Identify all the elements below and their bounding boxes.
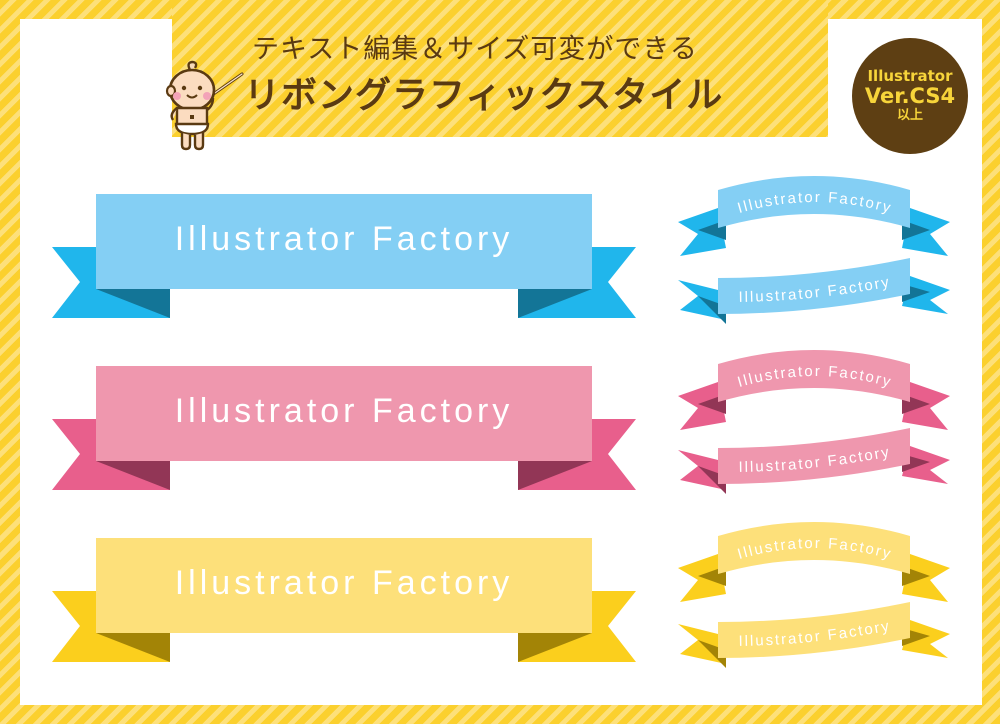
version-badge: Illustrator Ver.CS4 以上	[852, 38, 968, 154]
wave-ribbon-pink: Illustrator Factory	[678, 428, 950, 494]
wave-ribbon-yellow: Illustrator Factory	[678, 602, 950, 668]
ribbon-label: Illustrator Factory	[175, 220, 514, 258]
flat-ribbon-yellow: Illustrator Factory	[52, 538, 636, 662]
badge-app-name: Illustrator	[867, 67, 953, 85]
wave-ribbon-blue: Illustrator Factory	[678, 258, 950, 324]
baby-pointer-icon	[165, 60, 244, 151]
ribbon-label: Illustrator Factory	[175, 564, 514, 602]
header-band	[172, 0, 828, 137]
ribbon-label: Illustrator Factory	[175, 392, 514, 430]
flat-ribbon-pink: Illustrator Factory	[52, 366, 636, 490]
arch-ribbon-yellow: Illustrator Factory	[678, 522, 950, 602]
badge-version: Ver.CS4	[864, 84, 956, 108]
badge-or-later: 以上	[896, 108, 923, 123]
flat-ribbon-blue: Illustrator Factory	[52, 194, 636, 318]
arch-ribbon-pink: Illustrator Factory	[678, 350, 950, 430]
page-title: リボングラフィックスタイル	[244, 75, 724, 116]
arch-ribbon-blue: Illustrator Factory	[678, 176, 950, 256]
subtitle: テキスト編集＆サイズ可変ができる	[252, 34, 698, 65]
